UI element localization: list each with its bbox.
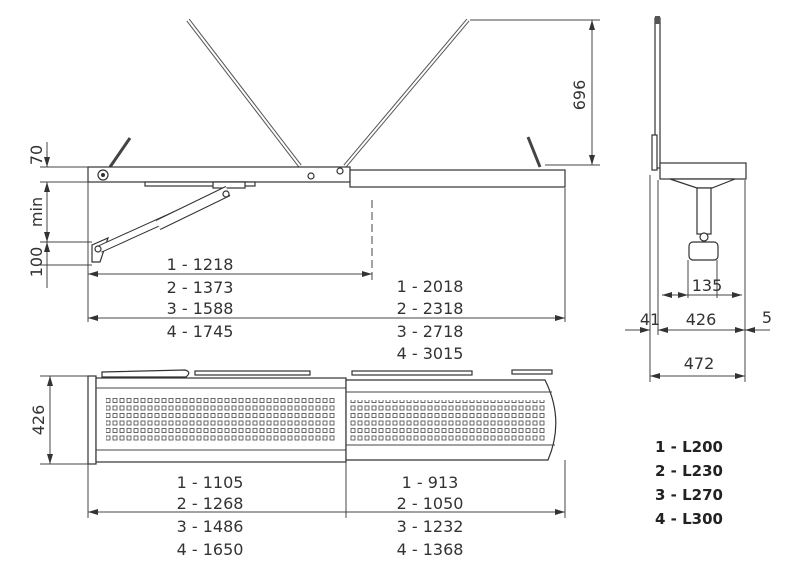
fixed-length: 1 - 1105 <box>177 473 244 492</box>
dim-426-end: 426 <box>686 310 717 329</box>
sliding-beam <box>349 169 566 188</box>
sliding-length: 4 - 1368 <box>397 540 464 559</box>
retracted-length: 2 - 1373 <box>167 278 234 297</box>
extended-length: 2 - 2318 <box>397 299 464 318</box>
top-view: 426 1 - 1105 2 - 1268 3 - 1486 4 - 1650 … <box>29 369 566 559</box>
dim-41: 41 <box>640 310 660 329</box>
short-arm-right <box>526 136 542 168</box>
fixed-length: 3 - 1486 <box>177 517 244 536</box>
platform <box>659 162 747 180</box>
extended-length: 3 - 2718 <box>397 322 464 341</box>
dim-696: 696 <box>570 80 589 111</box>
side-view: 70 min 100 696 1 - 1218 2 - 1373 3 - 158… <box>27 18 600 363</box>
sliding-length: 2 - 1050 <box>397 494 464 513</box>
dim-426: 426 <box>29 405 48 436</box>
retracted-length: 1 - 1218 <box>167 255 234 274</box>
model-legend: 1 - L200 2 - L230 3 - L270 4 - L300 <box>655 438 723 528</box>
dim-5: 5 <box>762 308 772 327</box>
legend-item: 1 - L200 <box>655 438 723 456</box>
retracted-length: 4 - 1745 <box>167 322 234 341</box>
fixed-length: 4 - 1650 <box>177 540 244 559</box>
sliding-length: 3 - 1232 <box>397 517 464 536</box>
fixed-length: 2 - 1268 <box>177 494 244 513</box>
short-arm-left <box>108 137 132 168</box>
dim-min: min <box>27 197 46 227</box>
extended-length: 4 - 3015 <box>397 344 464 363</box>
column <box>696 187 712 235</box>
sliding-length: 1 - 913 <box>402 473 459 492</box>
dim-70: 70 <box>27 145 46 165</box>
end-view: 135 41 426 5 472 <box>625 16 772 382</box>
extended-length: 1 - 2018 <box>397 277 464 296</box>
legend-item: 4 - L300 <box>655 510 723 528</box>
dim-100: 100 <box>27 247 46 278</box>
base-plate <box>688 241 719 261</box>
retracted-length: 3 - 1588 <box>167 299 234 318</box>
dim-472: 472 <box>684 354 715 373</box>
legend-item: 2 - L230 <box>655 462 723 480</box>
legend-item: 3 - L270 <box>655 486 723 504</box>
dim-135: 135 <box>692 276 723 295</box>
